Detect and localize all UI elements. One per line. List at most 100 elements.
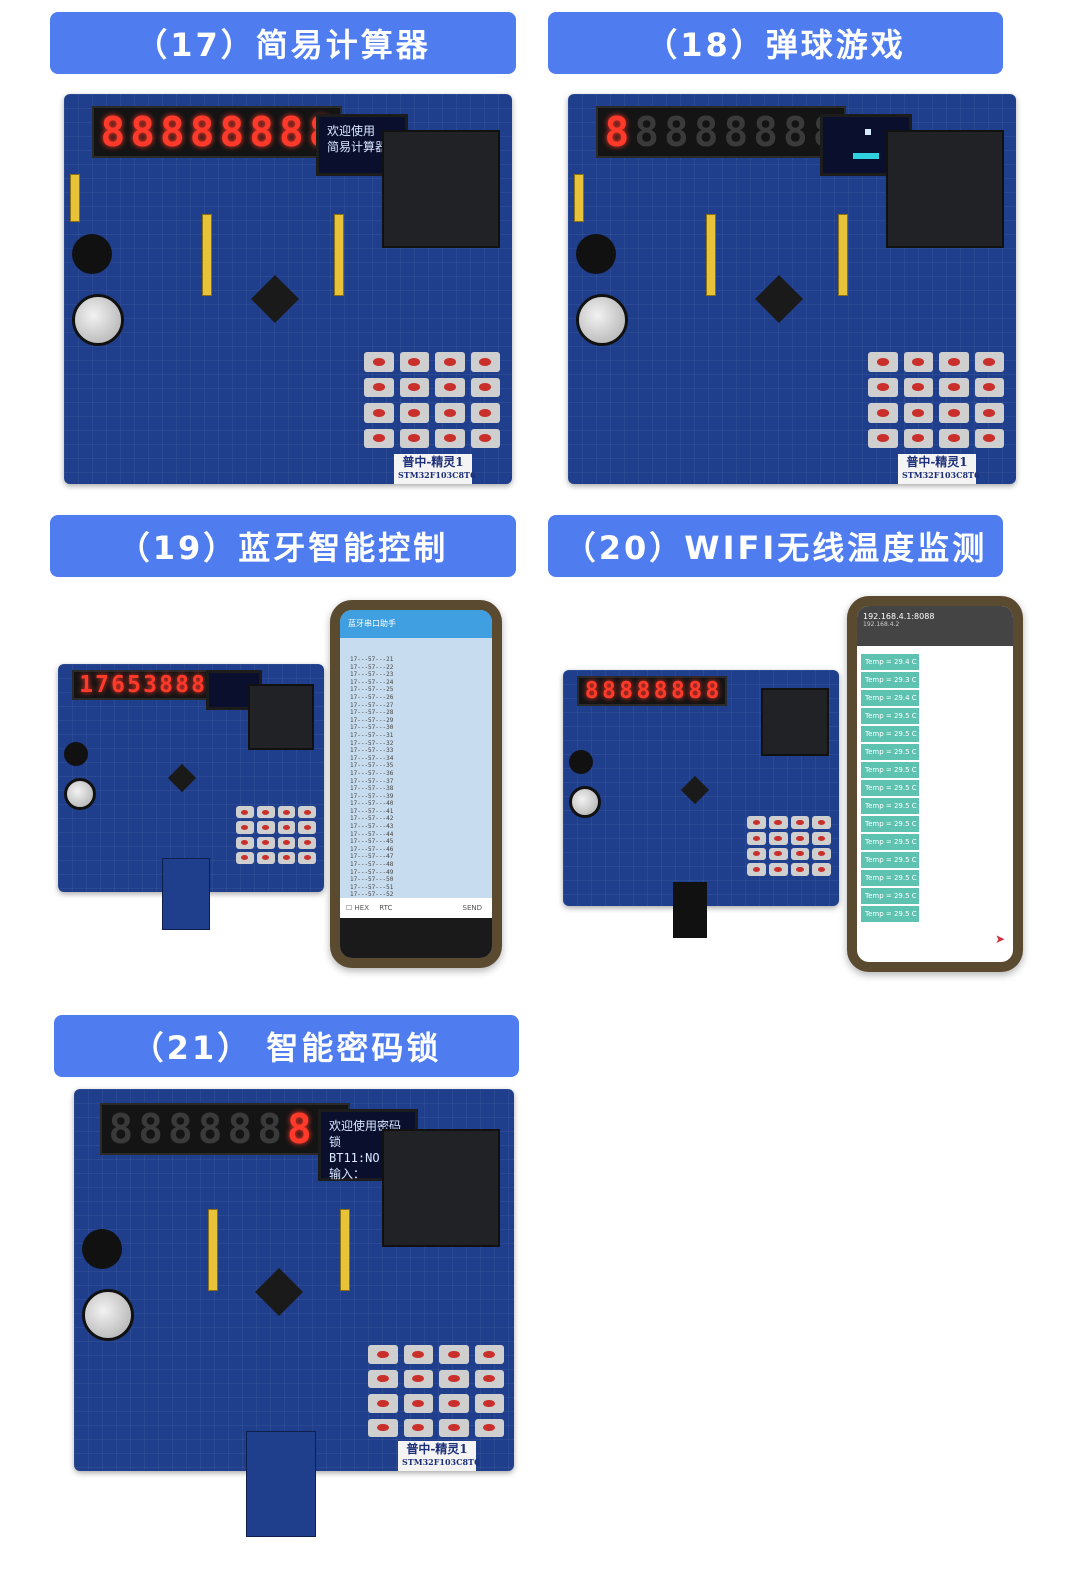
temp-row: Temp = 29.5 C	[861, 870, 919, 886]
wifi-module	[673, 882, 707, 938]
section-title-20: （20）WIFI无线温度监测	[548, 515, 1003, 577]
oled-line: 欢迎使用	[327, 124, 376, 138]
segment-digit: 8	[175, 672, 189, 698]
segment-digit: 8	[636, 678, 651, 704]
mcu-chip	[754, 274, 804, 324]
segment-digit: 8	[108, 1105, 134, 1153]
bluetooth-module	[162, 858, 210, 930]
led-matrix	[761, 688, 829, 756]
temp-row: Temp = 29.5 C	[861, 780, 919, 796]
segment-digit: 8	[723, 108, 749, 156]
app-titlebar: 蓝牙串口助手	[340, 610, 492, 638]
pin-header	[340, 1209, 350, 1291]
segment-digit: 8	[634, 108, 659, 156]
browser-sub: 192.168.4.2	[863, 621, 900, 628]
segment-digit: 8	[664, 108, 689, 156]
segment-digit: 8	[257, 1105, 282, 1153]
mcu-chip	[680, 775, 710, 805]
pin-header	[334, 214, 344, 296]
fingerprint-module	[246, 1431, 316, 1537]
matrix-keypad	[368, 1345, 504, 1437]
segment-digit: 8	[584, 678, 599, 704]
segment-digit: 3	[143, 672, 157, 698]
segment-digit: 8	[670, 678, 685, 704]
segment-digit: 8	[688, 678, 703, 704]
pin-header	[208, 1209, 218, 1291]
bt-input-bar: ☐ HEX RTC SEND	[340, 898, 492, 918]
segment-digit: 8	[227, 1105, 253, 1153]
hex-label: HEX	[354, 904, 369, 912]
game-paddle	[853, 153, 879, 159]
temp-row: Temp = 29.5 C	[861, 708, 919, 724]
coin-battery	[82, 1289, 134, 1341]
temp-row: Temp = 29.5 C	[861, 744, 919, 760]
mcu-chip	[167, 763, 197, 793]
segment-digit: 8	[219, 108, 245, 156]
matrix-keypad	[364, 352, 500, 448]
segment-digit: 8	[160, 108, 185, 156]
browser-bar: 192.168.4.1:8088 192.168.4.2	[857, 606, 1013, 646]
segment-digit: 6	[111, 672, 125, 698]
segment-digit: 7	[95, 672, 109, 698]
oled-line: BT11:NO	[329, 1151, 380, 1165]
buzzer	[82, 1229, 122, 1269]
pin-header	[838, 214, 848, 296]
segment-digit: 8	[783, 108, 808, 156]
segment-digit: 8	[249, 108, 274, 156]
matrix-keypad	[236, 806, 316, 864]
segment-digit: 8	[138, 1105, 163, 1153]
temp-row: Temp = 29.4 C	[861, 654, 919, 670]
rtc-input[interactable]: RTC	[379, 904, 393, 912]
led-matrix	[382, 1129, 500, 1247]
temp-row: Temp = 29.5 C	[861, 798, 919, 814]
temp-row: Temp = 29.5 C	[861, 852, 919, 868]
pin-header	[574, 174, 584, 222]
segment-digit: 8	[601, 678, 616, 704]
browser-url: 192.168.4.1:8088	[863, 612, 935, 621]
buzzer	[72, 234, 112, 274]
segment-digit: 8	[159, 672, 173, 698]
segment-digit: 8	[168, 1105, 193, 1153]
temp-row: Temp = 29.5 C	[861, 888, 919, 904]
temp-row: Temp = 29.5 C	[861, 816, 919, 832]
section-title-17: （17）简易计算器	[50, 12, 516, 74]
segment-digit: 8	[287, 1105, 312, 1153]
buzzer	[64, 742, 88, 766]
temp-row: Temp = 29.3 C	[861, 672, 919, 688]
matrix-keypad	[868, 352, 1004, 448]
hex-checkbox[interactable]: ☐	[346, 904, 353, 912]
section-title-21: （21） 智能密码锁	[54, 1015, 519, 1077]
send-button[interactable]: SEND	[462, 904, 483, 912]
segment-digit: 8	[619, 678, 634, 704]
segment-digit: 8	[130, 108, 155, 156]
segment-digit: 8	[100, 108, 126, 156]
segment-digit: 8	[753, 108, 778, 156]
send-arrow-icon[interactable]: ➤	[994, 932, 1005, 946]
segment-digit: 1	[79, 672, 93, 698]
phone: 192.168.4.1:8088 192.168.4.2 Temp = 29.4…	[847, 596, 1023, 972]
oled-line: 简易计算器	[327, 140, 388, 154]
coin-battery	[64, 778, 96, 810]
pin-header	[202, 214, 212, 296]
led-matrix	[248, 684, 314, 750]
app-title: 蓝牙串口助手	[348, 619, 396, 628]
oled-line: 输入：	[329, 1167, 366, 1181]
segment-digit: 8	[191, 672, 205, 698]
